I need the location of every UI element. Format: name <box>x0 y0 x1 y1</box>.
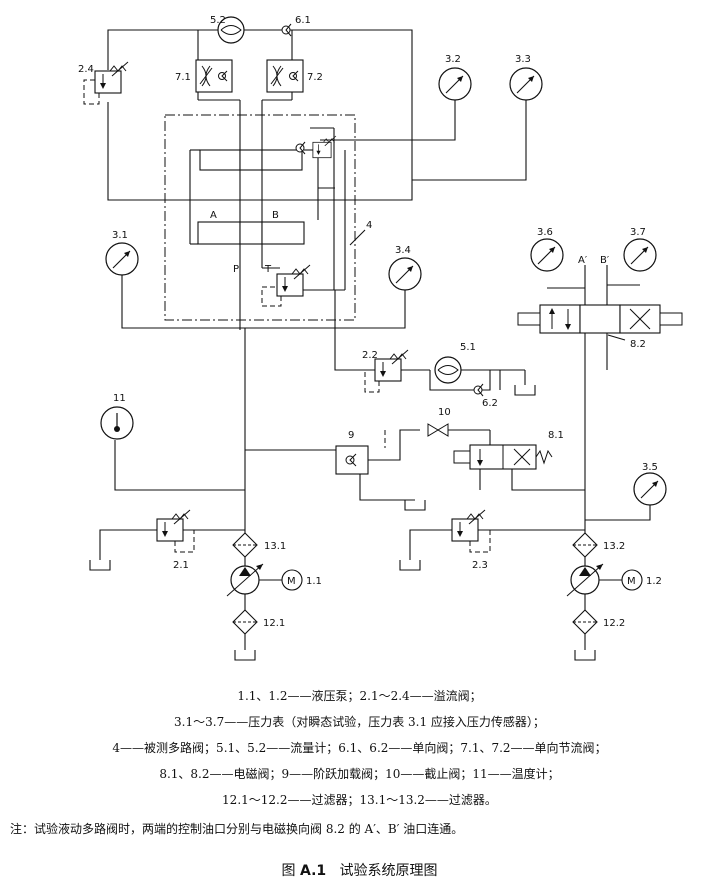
solenoid-valve-8-1 <box>453 444 553 470</box>
relief-valve-internal <box>312 135 337 159</box>
port-b-label: B <box>272 210 279 221</box>
label-3-7: 3.7 <box>630 227 646 238</box>
check-valve-6-2 <box>473 383 484 397</box>
label-6-1: 6.1 <box>295 15 311 26</box>
port-a-label: A <box>210 210 217 221</box>
label-10: 10 <box>438 407 451 418</box>
throttle-check-7-1 <box>195 59 233 93</box>
label-13-1: 13.1 <box>264 541 286 552</box>
label-13-2: 13.2 <box>603 541 625 552</box>
motor-1-2 <box>621 569 643 591</box>
label-7-1: 7.1 <box>175 72 191 83</box>
note: 注：试验液动多路阀时，两端的控制油口分别与电磁换向阀 8.2 的 A′、B′ 油… <box>10 822 464 836</box>
shutoff-valve-10 <box>427 423 449 437</box>
relief-valve-2-3 <box>451 509 486 542</box>
motor-label-1: M <box>287 576 296 587</box>
relief-valve-2-1 <box>156 509 191 542</box>
tested-multiway-valve-4 <box>164 114 356 330</box>
label-6-2: 6.2 <box>482 398 498 409</box>
label-8-1: 8.1 <box>548 430 564 441</box>
label-3-1: 3.1 <box>112 230 128 241</box>
label-2-2: 2.2 <box>362 350 378 361</box>
label-3-6: 3.6 <box>537 227 553 238</box>
caption-title: 试验系统原理图 <box>339 863 438 879</box>
tank-pump-1-1 <box>234 649 256 661</box>
top-loop-lines <box>107 29 413 201</box>
relief-valve-2-4 <box>94 61 129 94</box>
pressure-gauge-3-7 <box>623 238 657 272</box>
tank-2-3 <box>399 559 421 571</box>
label-3-5: 3.5 <box>642 462 658 473</box>
label-7-2: 7.2 <box>307 72 323 83</box>
label-4: 4 <box>366 220 372 231</box>
pressure-gauge-3-6 <box>530 238 564 272</box>
legend-line-5: 12.1～12.2——过滤器；13.1～13.2——过滤器。 <box>222 793 497 807</box>
tank-pump-1-2 <box>574 649 596 661</box>
label-12-1: 12.1 <box>263 618 285 629</box>
label-1-2: 1.2 <box>646 576 662 587</box>
figure-caption: 图 A.1 试验系统原理图 <box>0 860 719 880</box>
pump-1-2 <box>566 563 604 597</box>
label-5-1: 5.1 <box>460 342 476 353</box>
flowmeter-5-1 <box>434 356 462 384</box>
throttle-check-7-2 <box>266 59 304 93</box>
label-2-3: 2.3 <box>472 560 488 571</box>
relief-valve-t-port <box>276 264 311 297</box>
port-p-label: P <box>233 264 239 275</box>
tank-9 <box>404 499 426 511</box>
label-3-2: 3.2 <box>445 54 461 65</box>
legend-line-4: 8.1、8.2——电磁阀；9——阶跃加载阀；10——截止阀；11——温度计； <box>159 767 560 781</box>
relief-valve-2-2 <box>374 349 409 382</box>
thermometer-11 <box>100 406 134 440</box>
legend-line-3: 4——被测多路阀；5.1、5.2——流量计；6.1、6.2——单向阀；7.1、7… <box>112 741 607 755</box>
pressure-gauge-3-5 <box>633 472 667 506</box>
label-8-2: 8.2 <box>630 339 646 350</box>
step-loading-valve-9 <box>335 445 369 475</box>
label-3-4: 3.4 <box>395 245 411 256</box>
label-11: 11 <box>113 393 126 404</box>
label-5-2: 5.2 <box>210 15 226 26</box>
filter-13-1 <box>232 532 258 558</box>
tank-5-1 <box>514 384 536 396</box>
pressure-gauge-3-4 <box>388 257 422 291</box>
filter-12-1 <box>232 609 258 635</box>
port-a-prime-label: A′ <box>578 255 588 266</box>
solenoid-valve-8-2 <box>517 304 683 334</box>
tank-2-1 <box>89 559 111 571</box>
pressure-gauge-3-2 <box>438 67 472 101</box>
motor-1-1 <box>281 569 303 591</box>
flowmeter-5-2 <box>217 16 245 44</box>
check-valve-6-1 <box>281 23 292 37</box>
hydraulic-schematic: 5.2 6.1 2.4 7.1 7.2 3.2 3.3 3.1 3.4 4 A … <box>78 15 683 661</box>
legend-line-2: 3.1～3.7——压力表（对瞬态试验，压力表 3.1 应接入压力传感器）； <box>174 715 545 729</box>
label-12-2: 12.2 <box>603 618 625 629</box>
legend-line-1: 1.1、1.2——液压泵；2.1～2.4——溢流阀； <box>237 689 482 703</box>
port-t-label: T <box>264 264 272 275</box>
label-3-3: 3.3 <box>515 54 531 65</box>
motor-label-2: M <box>627 576 636 587</box>
caption-prefix: 图 <box>281 863 296 879</box>
pressure-gauge-3-1 <box>105 242 139 276</box>
label-2-4: 2.4 <box>78 64 94 75</box>
filter-13-2 <box>572 532 598 558</box>
filter-12-2 <box>572 609 598 635</box>
pump-1-1 <box>226 563 264 597</box>
port-b-prime-label: B′ <box>600 255 610 266</box>
caption-number: A.1 <box>299 863 327 879</box>
label-1-1: 1.1 <box>306 576 322 587</box>
pressure-gauge-3-3 <box>509 67 543 101</box>
label-2-1: 2.1 <box>173 560 189 571</box>
label-9: 9 <box>348 430 354 441</box>
